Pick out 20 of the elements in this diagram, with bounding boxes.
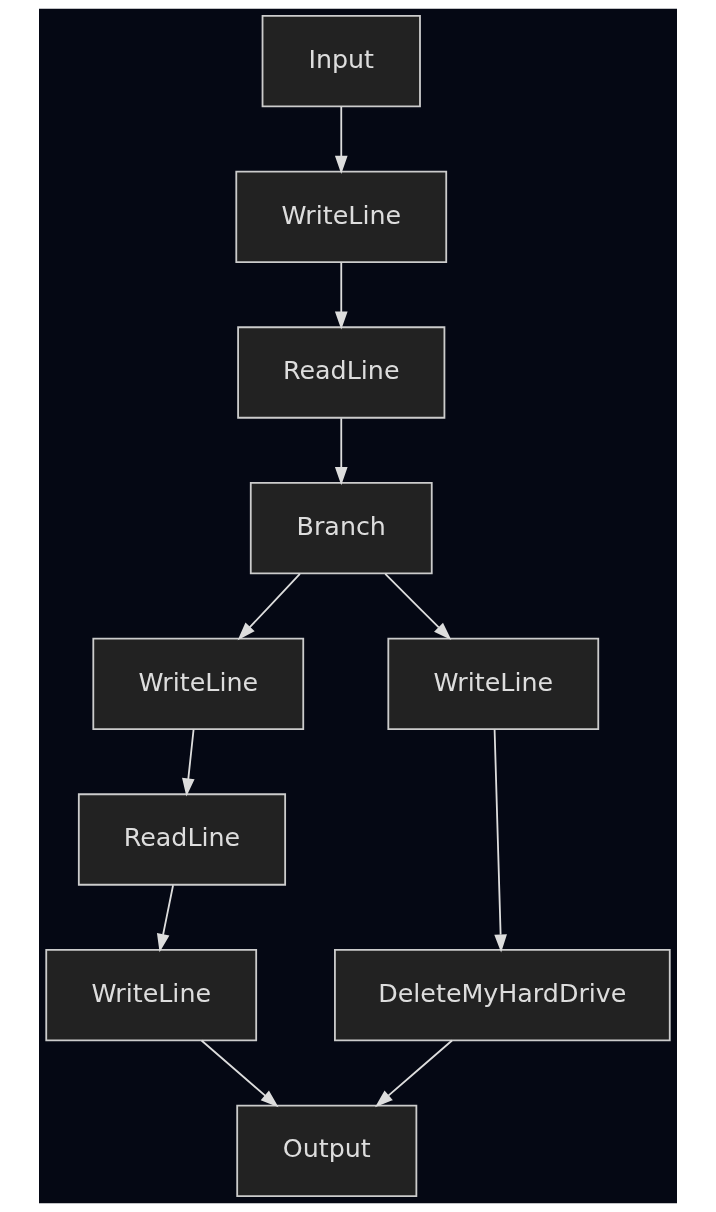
arrow (156, 884, 174, 953)
arrow (182, 728, 195, 797)
node-box: WriteLine (235, 170, 448, 263)
arrow (200, 1039, 279, 1108)
node-box: WriteLine (92, 637, 305, 730)
node-box: DeleteMyHardDrive (334, 949, 671, 1042)
arrow (334, 261, 348, 330)
node-box: WriteLine (387, 637, 600, 730)
arrow (334, 417, 348, 486)
arrow (237, 573, 301, 641)
arrow (384, 573, 452, 641)
node-box: Branch (249, 482, 433, 575)
arrow (493, 728, 507, 953)
node-box: ReadLine (237, 326, 446, 419)
node-box: Output (236, 1104, 418, 1197)
arrow (375, 1039, 453, 1108)
node-box: ReadLine (77, 793, 287, 886)
arrow (334, 106, 348, 174)
node-box: WriteLine (45, 949, 258, 1042)
node-box: Input (261, 15, 421, 108)
